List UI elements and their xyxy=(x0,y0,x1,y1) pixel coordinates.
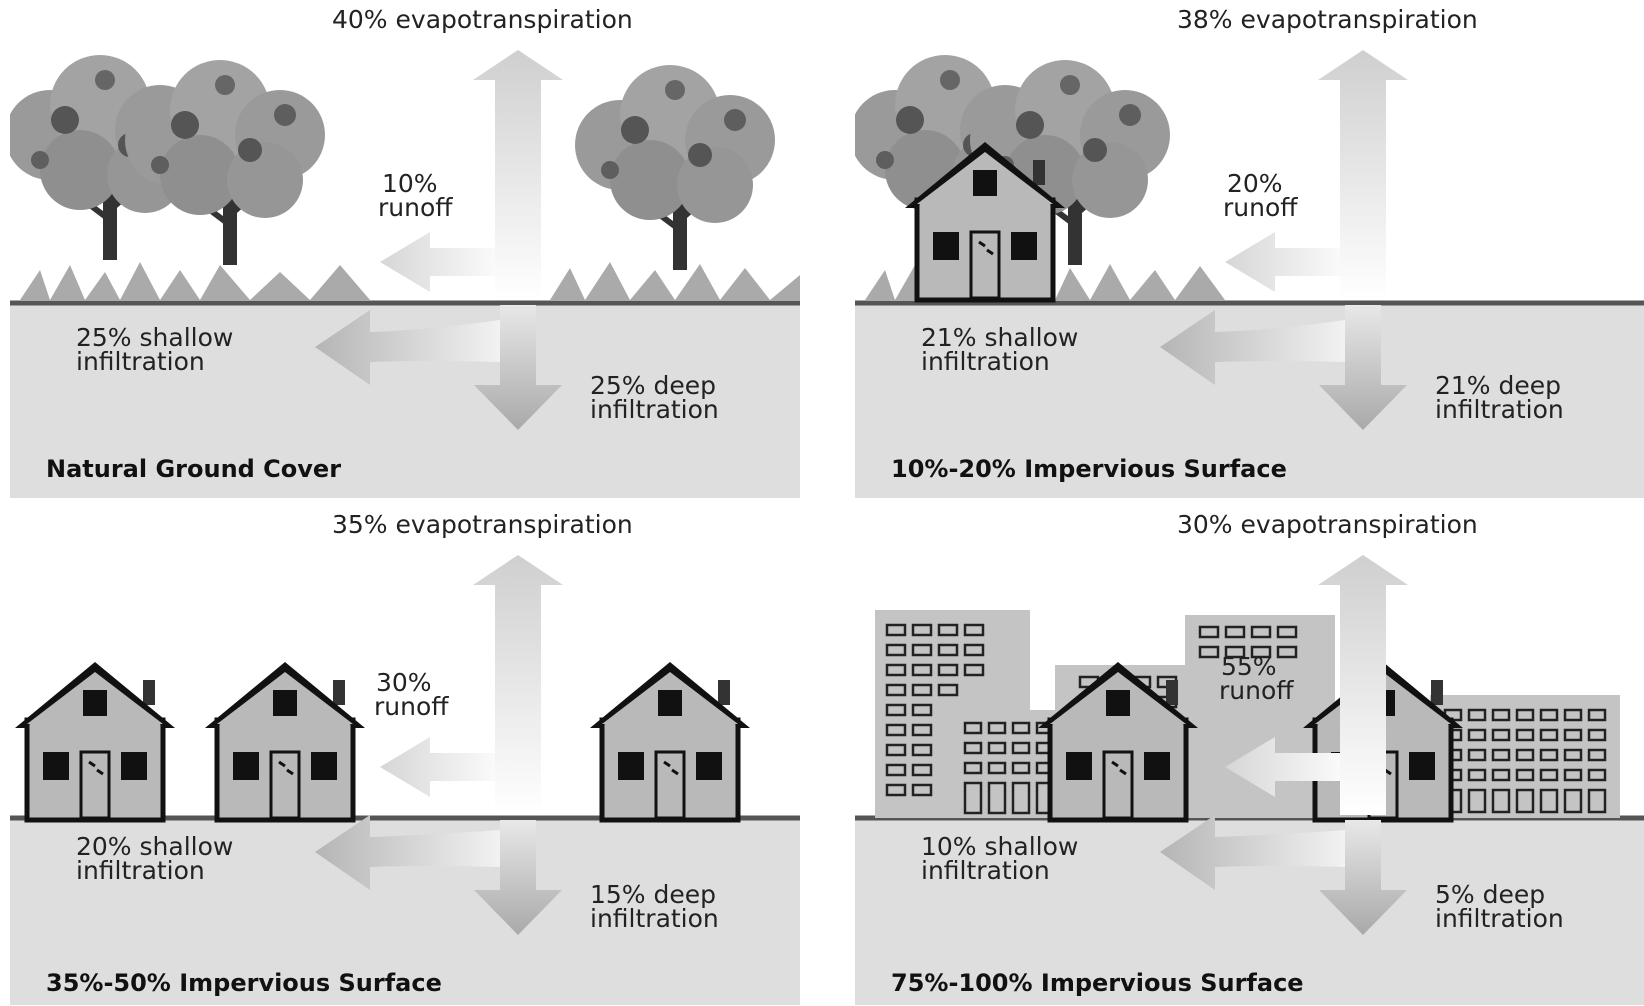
diagram-10-20 xyxy=(855,50,1644,498)
shallow-infiltration-word: infiltration xyxy=(921,347,1050,376)
shallow-infiltration-label: 20% shallow xyxy=(76,832,234,861)
deep-infiltration-arrow xyxy=(1319,305,1407,430)
diagram-35-50 xyxy=(10,555,800,1005)
shallow-infiltration-arrow xyxy=(315,310,500,385)
shallow-infiltration-label: 21% shallow xyxy=(921,323,1079,352)
evapotranspiration-arrow xyxy=(473,555,563,815)
deep-infiltration-word: infiltration xyxy=(590,904,719,933)
shallow-infiltration-word: infiltration xyxy=(76,856,205,885)
shallow-infiltration-arrow xyxy=(1160,310,1345,385)
panel-title: 35%-50% Impervious Surface xyxy=(46,969,442,997)
house-icon xyxy=(205,662,365,820)
runoff-arrow xyxy=(380,737,495,797)
deep-infiltration-label: 15% deep xyxy=(590,880,717,909)
diagram-75-100 xyxy=(855,555,1644,1005)
evapotranspiration-label: 35% evapotranspiration xyxy=(332,510,633,539)
runoff-percent: 10% xyxy=(382,169,438,198)
house-icon xyxy=(15,662,175,820)
runoff-label: runoff xyxy=(374,692,449,721)
panel-title: Natural Ground Cover xyxy=(46,455,342,483)
deep-infiltration-label: 21% deep xyxy=(1435,371,1562,400)
deep-infiltration-arrow xyxy=(474,305,562,430)
evapotranspiration-label: 38% evapotranspiration xyxy=(1177,5,1478,34)
shallow-infiltration-label: 10% shallow xyxy=(921,832,1079,861)
shallow-infiltration-label: 25% shallow xyxy=(76,323,234,352)
deep-infiltration-label: 5% deep xyxy=(1435,880,1546,909)
evapotranspiration-label: 30% evapotranspiration xyxy=(1177,510,1478,539)
deep-infiltration-label: 25% deep xyxy=(590,371,717,400)
panel-75-100-impervious: 30% evapotranspiration 55% runoff 10% sh… xyxy=(855,505,1644,1005)
house-icon xyxy=(590,662,750,820)
shallow-infiltration-arrow xyxy=(315,815,500,890)
panel-natural-ground-cover: 40% evapotranspiration 10% runoff 25% sh… xyxy=(10,0,810,500)
runoff-arrow xyxy=(1225,232,1340,292)
evapotranspiration-arrow xyxy=(1318,50,1408,300)
runoff-label: runoff xyxy=(1223,193,1298,222)
shallow-infiltration-word: infiltration xyxy=(921,856,1050,885)
deep-infiltration-word: infiltration xyxy=(1435,395,1564,424)
deep-infiltration-word: infiltration xyxy=(1435,904,1564,933)
runoff-percent: 55% xyxy=(1221,652,1277,681)
deep-infiltration-word: infiltration xyxy=(590,395,719,424)
shallow-infiltration-word: infiltration xyxy=(76,347,205,376)
evapotranspiration-label: 40% evapotranspiration xyxy=(332,5,633,34)
deep-infiltration-arrow xyxy=(1319,820,1407,935)
panel-title: 10%-20% Impervious Surface xyxy=(891,455,1287,483)
deep-infiltration-arrow xyxy=(474,820,562,935)
panel-10-20-impervious: 38% evapotranspiration 20% runoff 21% sh… xyxy=(855,0,1644,500)
evapotranspiration-arrow xyxy=(1318,555,1408,815)
grass xyxy=(865,264,1235,300)
runoff-label: runoff xyxy=(378,193,453,222)
panel-35-50-impervious: 35% evapotranspiration 30% runoff 20% sh… xyxy=(10,505,810,1005)
diagram-natural xyxy=(10,50,800,498)
evapotranspiration-arrow xyxy=(473,50,563,300)
building-icon xyxy=(875,610,1620,818)
runoff-arrow xyxy=(1225,737,1340,797)
tree-icon xyxy=(575,65,775,270)
grass xyxy=(20,262,800,300)
runoff-percent: 30% xyxy=(376,668,432,697)
panel-title: 75%-100% Impervious Surface xyxy=(891,969,1304,997)
runoff-label: runoff xyxy=(1219,676,1294,705)
runoff-arrow xyxy=(380,232,495,292)
shallow-infiltration-arrow xyxy=(1160,815,1345,890)
runoff-percent: 20% xyxy=(1227,169,1283,198)
